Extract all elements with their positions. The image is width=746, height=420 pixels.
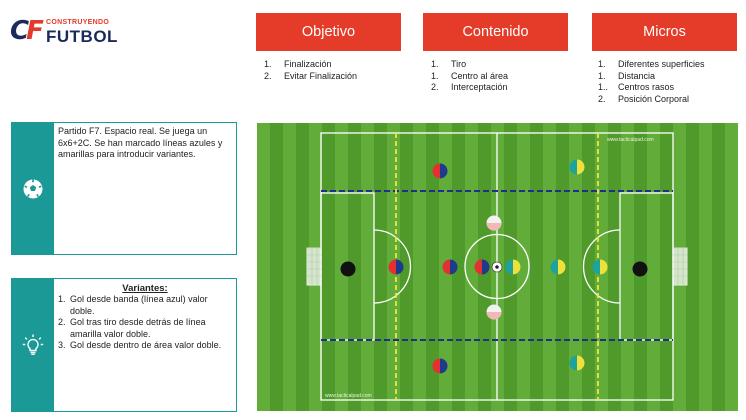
center-circle <box>464 233 530 300</box>
ball-icon <box>491 261 503 273</box>
list-item: 2.Evitar Finalización <box>264 70 358 81</box>
right-penalty-arc <box>582 229 621 304</box>
logo: CF CONSTRUYENDO FUTBOL <box>10 16 120 52</box>
objetivo-list: 1.Finalización 2.Evitar Finalización <box>264 59 357 82</box>
list-item: 3.Gol desde dentro de área valor doble. <box>58 340 222 350</box>
list-item: 1.Tiro <box>431 59 467 69</box>
micros-list: 1.Diferentes superficies 1.Distancia 1..… <box>598 59 705 105</box>
list-item: 1.Centro al área <box>431 70 509 81</box>
keeper-left <box>340 261 356 277</box>
contenido-header: Contenido <box>423 13 568 51</box>
player-yellow-5 <box>569 355 585 371</box>
logo-mark: CF <box>10 16 44 46</box>
player-yellow-3 <box>550 259 566 275</box>
watermark-top: www.tacticalpad.com <box>607 137 654 143</box>
variantes-title: Variantes: <box>122 283 168 294</box>
watermark-bottom: www.tacticalpad.com <box>325 393 372 399</box>
list-item: 1..Centros rasos <box>598 82 675 92</box>
list-item: 1.Diferentes superficies <box>598 59 705 69</box>
variantes-card-bar <box>12 279 54 411</box>
description-text: Partido F7. Espacio real. Se juega un 6x… <box>58 126 223 159</box>
variantes-card: Variantes: 1.Gol desde banda (línea azul… <box>11 278 237 412</box>
player-red-4 <box>474 259 490 275</box>
player-red-5 <box>432 358 448 374</box>
lightbulb-icon <box>22 334 44 355</box>
football-pitch: www.tacticalpad.com www.tacticalpad.com <box>257 123 738 411</box>
list-item: 2.Gol tras tiro desde detrás de línea am… <box>58 317 206 339</box>
objetivo-header: Objetivo <box>256 13 401 51</box>
list-item: 1.Gol desde banda (línea azul) valor dob… <box>58 294 208 316</box>
variantes-list: 1.Gol desde banda (línea azul) valor dob… <box>58 294 232 352</box>
soccer-ball-icon <box>23 179 43 198</box>
neutral-player-bottom <box>486 304 502 320</box>
list-item: 1.Finalización <box>264 59 332 69</box>
right-goal <box>672 247 688 286</box>
left-goal <box>306 247 322 286</box>
player-red-3 <box>442 259 458 275</box>
player-yellow-4 <box>592 259 608 275</box>
left-penalty-arc <box>373 229 412 304</box>
player-yellow-2 <box>505 259 521 275</box>
description-card: Partido F7. Espacio real. Se juega un 6x… <box>11 122 237 255</box>
player-red-1 <box>432 163 448 179</box>
list-item: 1.Distancia <box>598 70 656 81</box>
logo-top-text: CONSTRUYENDO <box>46 19 110 26</box>
logo-bottom-text: FUTBOL <box>46 27 118 46</box>
keeper-right <box>632 261 648 277</box>
list-item: 2.Interceptación <box>431 82 508 92</box>
list-item: 2.Posición Corporal <box>598 93 690 104</box>
player-yellow-1 <box>569 159 585 175</box>
player-red-2 <box>388 259 404 275</box>
contenido-list: 1.Tiro 1.Centro al área 2.Interceptación <box>431 59 508 94</box>
neutral-player-top <box>486 215 502 231</box>
micros-header: Micros <box>592 13 737 51</box>
description-card-bar <box>12 123 54 254</box>
